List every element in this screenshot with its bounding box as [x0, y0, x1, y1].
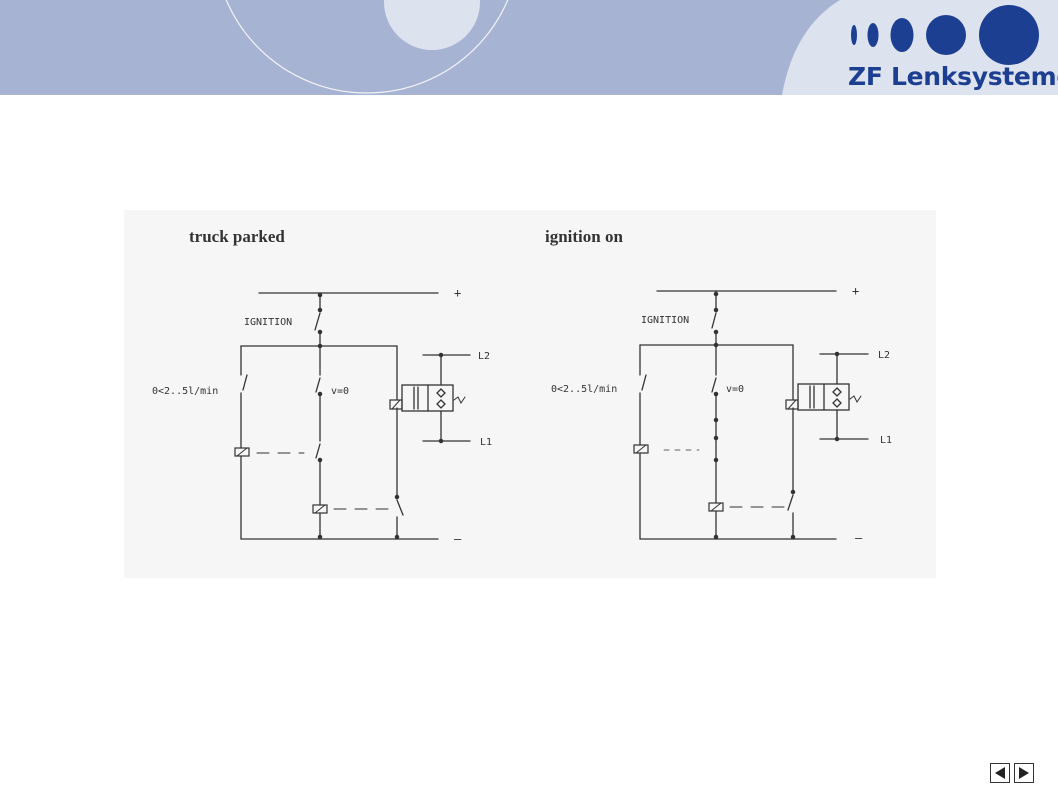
diagram-title-truck-parked: truck parked — [189, 227, 285, 246]
flow-switch — [641, 374, 647, 391]
speed-switch — [315, 377, 321, 393]
next-arrow-icon — [1019, 767, 1029, 779]
l2-label: L2 — [878, 350, 890, 361]
flow-switch — [242, 374, 248, 391]
ignition-label: IGNITION — [641, 315, 689, 326]
minus-label: – — [855, 531, 863, 545]
circuit-ignition-on — [633, 290, 869, 540]
logo-dots-icon — [851, 5, 1039, 65]
diagram-title-ignition-on: ignition on — [545, 227, 623, 246]
speed-switch — [711, 377, 717, 393]
brand-name: ZF Lenksysteme — [848, 62, 1058, 91]
coil-contact-switch — [787, 494, 794, 511]
circuit-diagrams: + – IGNITION 0<2..5l/min v=0 L2 L1 + – I… — [152, 284, 892, 546]
flow-label: 0<2..5l/min — [551, 384, 617, 395]
ignition-label: IGNITION — [244, 317, 292, 328]
l2-label: L2 — [478, 351, 490, 362]
plus-label: + — [454, 286, 461, 300]
relay-coil-1 — [234, 447, 250, 457]
previous-arrow-icon — [995, 767, 1005, 779]
ignition-switch — [711, 312, 717, 329]
l1-label: L1 — [480, 437, 492, 448]
banner-decoration — [225, 0, 1058, 95]
speed-label: v=0 — [331, 386, 349, 397]
diagram-panel: truck parked ignition on — [124, 210, 936, 578]
l1-label: L1 — [880, 435, 892, 446]
minus-label: – — [454, 532, 462, 546]
previous-slide-button[interactable] — [990, 763, 1010, 783]
circuit-truck-parked — [234, 292, 471, 540]
ignition-switch — [314, 312, 321, 331]
flow-label: 0<2..5l/min — [152, 386, 218, 397]
coil-contact-switch — [396, 499, 404, 516]
speed-label: v=0 — [726, 384, 744, 395]
relay-contact-switch — [315, 443, 321, 459]
plus-label: + — [852, 284, 859, 298]
next-slide-button[interactable] — [1014, 763, 1034, 783]
relay-coil-1 — [633, 444, 649, 454]
header-banner: ZF Lenksysteme — [0, 0, 1058, 95]
